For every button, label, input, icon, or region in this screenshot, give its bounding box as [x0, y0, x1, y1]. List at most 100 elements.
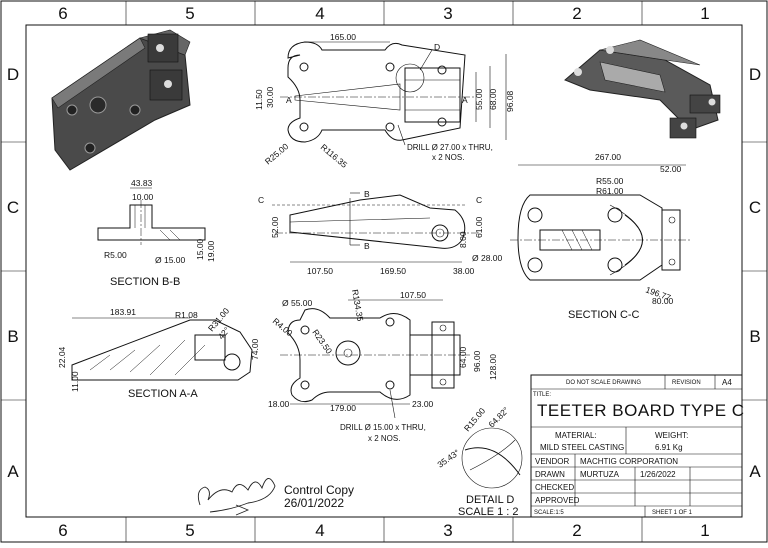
dim-bb-10: 10.00 — [132, 192, 154, 202]
section-mark-b-top: B — [364, 189, 370, 199]
dim-aa-22: 22.04 — [57, 346, 67, 368]
dim-top-96-08: 96.08 — [505, 90, 515, 112]
tb-approved-label: APPROVED — [535, 496, 580, 505]
detail-d-view: R15.00 64.82° 35.43° DETAIL D SCALE 1 : … — [435, 405, 523, 518]
front-view: B B C C 52.00 107.50 169.50 38.00 Ø 28.0… — [258, 189, 503, 276]
dim-bottom-18: 18.00 — [268, 399, 290, 409]
dim-bottom-96: 96.00 — [472, 350, 482, 372]
tb-sheet-size: A4 — [722, 378, 732, 387]
dim-bottom-179: 179.00 — [330, 403, 356, 413]
top-view-drill-note-2: x 2 NOS. — [432, 153, 464, 162]
tb-drawn-by: MURTUZA — [580, 470, 620, 479]
isometric-view-right — [564, 39, 721, 139]
zone-col-2-bottom: 2 — [572, 521, 581, 540]
dim-bb-d15: Ø 15.00 — [155, 255, 186, 265]
dim-bb-r5: R5.00 — [104, 250, 127, 260]
signature-area: Control Copy 26/01/2022 — [197, 478, 354, 516]
section-bb-label: SECTION B-B — [110, 276, 180, 288]
dim-cc-r55: R55.00 — [596, 176, 624, 186]
dim-detail-35deg: 35.43° — [435, 447, 461, 469]
zone-row-d-right: D — [749, 65, 761, 84]
bottom-view-drill-note-1: DRILL Ø 15.00 x THRU, — [340, 423, 426, 432]
tb-weight-label: WEIGHT: — [655, 431, 688, 440]
zone-row-d-left: D — [7, 65, 19, 84]
tb-title-label: TITLE: — [533, 392, 551, 398]
dim-detail-64deg: 64.82° — [486, 405, 511, 430]
detail-callout-letter: D — [434, 42, 440, 52]
tb-do-not-scale: DO NOT SCALE DRAWING — [566, 380, 641, 386]
top-view: D 165.00 11.50 30.00 A A 55.00 68.00 96.… — [254, 32, 515, 170]
zone-row-a-left: A — [7, 462, 19, 481]
dim-top-55: 55.00 — [474, 88, 484, 110]
zone-col-1-bottom: 1 — [700, 521, 709, 540]
dim-front-107-50: 107.50 — [307, 266, 333, 276]
tb-checked-label: CHECKED — [535, 483, 574, 492]
control-copy-date: 26/01/2022 — [284, 496, 344, 510]
dim-aa-183: 183.91 — [110, 307, 136, 317]
control-copy-label: Control Copy — [284, 483, 354, 497]
tb-sheet: SHEET 1 OF 1 — [652, 510, 693, 516]
dim-top-11-50: 11.50 — [254, 89, 264, 110]
dim-bottom-64: 64.00 — [458, 346, 468, 368]
zone-row-b-right: B — [749, 327, 760, 346]
dim-aa-11: 11.00 — [70, 371, 80, 392]
dim-aa-r1: R1.08 — [175, 310, 198, 320]
dim-bottom-r23: R23.50 — [310, 327, 334, 355]
zone-row-a-right: A — [749, 462, 761, 481]
dim-bottom-23: 23.00 — [412, 399, 434, 409]
top-view-drill-note-1: DRILL Ø 27.00 x THRU, — [407, 143, 493, 152]
dim-bottom-d55: Ø 55.00 — [282, 298, 313, 308]
zone-col-1-top: 1 — [700, 4, 709, 23]
section-aa-label: SECTION A-A — [128, 388, 198, 400]
zone-col-4-bottom: 4 — [315, 521, 324, 540]
dim-top-165: 165.00 — [330, 32, 356, 42]
zone-row-c-left: C — [7, 198, 19, 217]
isometric-view-left — [51, 29, 191, 171]
tb-title: TEETER BOARD TYPE C — [537, 401, 745, 420]
section-cc-view: 267.00 52.00 R55.00 R61.00 196.77 80.00 … — [510, 152, 690, 321]
section-cc-label: SECTION C-C — [568, 309, 640, 321]
section-mark-c-left: C — [258, 195, 264, 205]
dim-front-169-50: 169.50 — [380, 266, 406, 276]
zone-row-c-right: C — [749, 198, 761, 217]
dim-bottom-r4: R4.00 — [271, 316, 295, 338]
dim-cc-80: 80.00 — [652, 296, 674, 306]
zone-col-3-top: 3 — [443, 4, 452, 23]
dim-bottom-107-50: 107.50 — [400, 290, 426, 300]
zone-col-6-bottom: 6 — [58, 521, 67, 540]
dim-front-61: 61.00 — [474, 216, 484, 238]
dim-bb-43-83: 43.83 — [131, 178, 153, 188]
dim-cc-267: 267.00 — [595, 152, 621, 162]
zone-col-6-top: 6 — [58, 4, 67, 23]
dim-front-d28: Ø 28.00 — [472, 253, 503, 263]
dim-top-r25: R25.00 — [263, 141, 291, 166]
section-mark-c-right: C — [476, 195, 482, 205]
section-aa-view: 183.91 R1.08 R31.00 42° 22.04 11.00 74.0… — [57, 306, 260, 400]
dim-bb-15: 15.00 — [195, 238, 205, 260]
detail-d-scale: SCALE 1 : 2 — [458, 506, 519, 518]
dim-cc-52: 52.00 — [660, 164, 682, 174]
zone-col-4-top: 4 — [315, 4, 324, 23]
dim-front-38: 38.00 — [453, 266, 475, 276]
dim-top-30: 30.00 — [265, 86, 275, 108]
detail-d-label: DETAIL D — [466, 494, 514, 506]
tb-vendor-label: VENDOR — [535, 457, 569, 466]
tb-drawn-label: DRAWN — [535, 470, 565, 479]
zone-col-5-top: 5 — [185, 4, 194, 23]
tb-revision-label: REVISION — [672, 380, 701, 386]
dim-top-68: 68.00 — [488, 88, 498, 110]
bottom-view: 107.50 R134.35 Ø 55.00 R4.00 R23.50 64.0… — [268, 289, 498, 443]
dim-bb-19: 19.00 — [206, 240, 216, 262]
dim-cc-r61: R61.00 — [596, 186, 624, 196]
handwritten-signature — [197, 478, 276, 513]
dim-bottom-r134: R134.35 — [350, 289, 365, 323]
zone-row-b-left: B — [7, 327, 18, 346]
tb-material: MILD STEEL CASTING — [540, 443, 624, 452]
title-block: DO NOT SCALE DRAWING REVISION A4 TITLE: … — [530, 374, 745, 518]
tb-vendor: MACHTIG CORPORATION — [580, 457, 678, 466]
tb-scale: SCALE:1:5 — [534, 510, 564, 516]
dim-top-r116: R116.35 — [319, 142, 350, 170]
bottom-view-drill-note-2: x 2 NOS. — [368, 434, 400, 443]
